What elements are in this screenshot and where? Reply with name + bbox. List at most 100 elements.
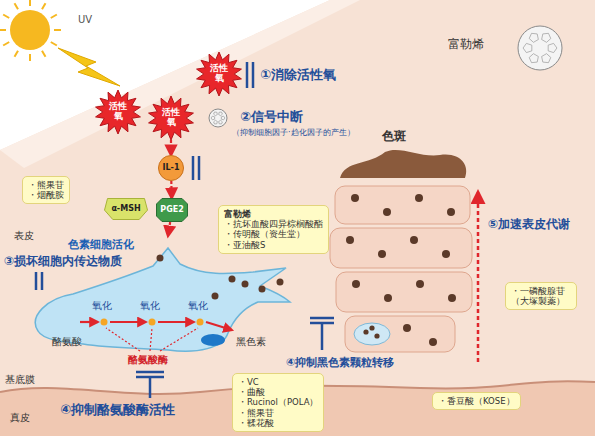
melanin-granule	[157, 255, 164, 262]
melanin-granule	[416, 280, 424, 288]
mechanism-label: ①消除活性氧	[260, 68, 336, 83]
annotation-label: 表皮	[14, 230, 34, 242]
melanin-granule	[259, 286, 266, 293]
ingredient-note: ・VC・曲酸・Rucinol（POLA）・熊果苷・鞣花酸	[232, 373, 324, 432]
melanin-granule	[415, 194, 423, 202]
sun-ray	[51, 15, 57, 19]
melanin-granule	[383, 208, 391, 216]
annotation-label: 富勒烯	[448, 38, 484, 52]
keratinocyte	[345, 316, 455, 352]
node-text: 活性氧	[108, 102, 128, 122]
melanin-granule	[374, 333, 379, 338]
mechanism-label: ④抑制黑色素颗粒转移	[286, 357, 394, 370]
inhibitor-bar	[192, 156, 195, 180]
keratinocyte	[336, 272, 472, 312]
mechanism-label: ②信号中断	[240, 110, 303, 125]
ros-starburst: 活性氧	[196, 52, 242, 96]
skin-surface	[0, 0, 360, 168]
signal-arrow	[168, 222, 170, 236]
keratinocytes	[330, 186, 472, 352]
node-text: α-MSH	[111, 205, 140, 213]
signal-arrow	[170, 181, 173, 198]
signal-circle: IL-1	[158, 155, 184, 181]
sun-ray	[54, 29, 61, 31]
fullerene-ring	[214, 112, 218, 116]
annotation-label: 黑色素	[236, 336, 266, 348]
annotation-label: 真皮	[10, 412, 30, 424]
ingredient-item: ・Rucinol（POLA）	[238, 397, 318, 407]
sun-ray	[42, 3, 46, 9]
annotation-label: 酪氨酸	[52, 336, 82, 348]
fullerene-icon	[209, 109, 227, 127]
oxidation-arrow	[158, 321, 194, 323]
inhibitor-symbols	[36, 62, 334, 398]
node-text: 色素细胞活化	[68, 238, 290, 251]
fullerene-ring	[221, 116, 225, 120]
turnover-arrow	[477, 192, 480, 362]
keratinocyte	[330, 228, 472, 268]
melanin-granule	[352, 280, 360, 288]
mechanism-label: ⑤加速表皮代谢	[488, 218, 570, 232]
fullerene-ring	[542, 54, 551, 63]
ingredient-item: ・传明酸（资生堂）	[224, 229, 323, 239]
oxidation-arrow	[206, 322, 232, 330]
fullerene-ring	[542, 33, 551, 42]
enzyme-link	[150, 328, 152, 351]
melanin-granule	[384, 294, 392, 302]
inhibitor-bar	[246, 62, 249, 88]
annotation-label: 色斑	[382, 130, 406, 144]
melanin-granule	[212, 293, 219, 300]
ros-starburst: 活性氧	[95, 90, 141, 134]
fullerene-ball	[518, 26, 562, 70]
enzyme-link	[160, 328, 198, 351]
starburst	[96, 90, 141, 134]
melanin-granule	[369, 325, 374, 330]
pigment-spot	[340, 150, 466, 178]
ingredient-item: ・鞣花酸	[238, 418, 318, 428]
sun-ray	[0, 29, 6, 31]
inhibitor-bar	[136, 371, 164, 374]
melanin-granule	[229, 276, 236, 283]
fullerene-ring	[529, 54, 538, 63]
annotation-label: 基底膜	[5, 374, 35, 386]
sun-ray	[29, 54, 31, 61]
mechanism-label: ③损坏细胞内传达物质	[4, 255, 122, 269]
ingredient-note: ・香豆酸（KOSE）	[432, 392, 521, 410]
melanin-granule	[242, 281, 249, 288]
ingredient-item: ・香豆酸（KOSE）	[438, 396, 515, 406]
ingredient-item: ・熊果苷	[238, 408, 318, 418]
intermediate-dot	[149, 319, 156, 326]
sun-ray	[42, 51, 46, 57]
signal-pentagon-shape	[105, 199, 148, 220]
fullerene-icon	[518, 26, 562, 70]
fullerene-ring	[211, 116, 215, 120]
mechanism-label: ④抑制酪氨酸酶活性	[60, 403, 175, 418]
uv-bolt	[58, 48, 120, 86]
nucleus	[201, 334, 225, 346]
ingredient-note: ・一磷酸腺苷 （大塚製薬）	[505, 282, 577, 310]
fullerene-ring	[523, 43, 532, 52]
fullerene-ball	[209, 109, 227, 127]
fullerene-ring	[548, 43, 557, 52]
inhibitor-bar	[35, 272, 38, 290]
sun-ray	[29, 0, 31, 6]
fullerene-mesh	[523, 33, 557, 62]
inhibitor-stem	[321, 323, 324, 350]
melanin-granule	[448, 294, 456, 302]
annotation-label: 氧化	[92, 300, 112, 312]
fullerene-mesh	[211, 112, 225, 124]
fullerene-ring	[529, 33, 538, 42]
intermediate-dot	[197, 319, 204, 326]
fullerene-ring	[219, 120, 223, 124]
melanin-granule	[403, 324, 411, 332]
melanin-granule	[410, 236, 418, 244]
ingredient-item: ・抗坏血酸四异棕榈酸酯	[224, 219, 323, 229]
melanin-granule	[351, 194, 359, 202]
ingredient-item: ・一磷酸腺苷 （大塚製薬）	[511, 286, 571, 306]
node-text: IL-1	[163, 164, 180, 172]
annotation-label: 酪氨酸酶	[128, 354, 168, 366]
melanin-granule	[363, 329, 368, 334]
melanin-granule	[378, 250, 386, 258]
